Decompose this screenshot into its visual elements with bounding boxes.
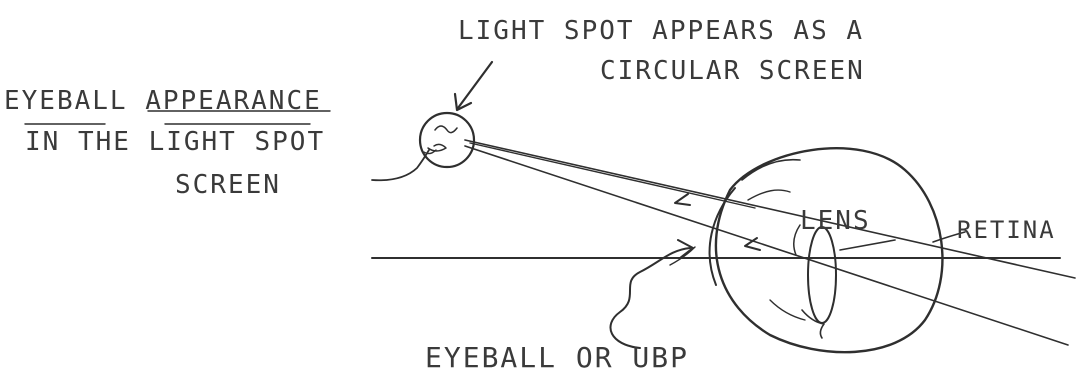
- light-ray-middle: [470, 143, 755, 208]
- lens-pointer: [840, 240, 895, 250]
- light-ray-lower: [465, 146, 1068, 345]
- eyeball-appearance-leader: [372, 150, 429, 180]
- light-spot-label-line1: LIGHT SPOT APPEARS AS A: [458, 18, 864, 44]
- eyeball-appearance-label-line2: IN THE LIGHT SPOT: [25, 129, 325, 155]
- lens-label: LENS: [800, 208, 871, 234]
- eyeball-or-ubp-label: EYEBALL OR UBP: [425, 344, 689, 372]
- eyeball-appearance-label-line1: EYEBALL APPEARANCE: [4, 88, 322, 114]
- eyeball-in-spot-sketch: [435, 126, 457, 133]
- light-spot-pointer-arrow: [458, 62, 492, 108]
- light-spot-label-line2: CIRCULAR SCREEN: [600, 58, 865, 84]
- ray-arrow-left: [675, 194, 690, 205]
- eyeball-ubp-pointer: [610, 248, 690, 348]
- eyeball-appearance-label-line3: SCREEN: [175, 172, 281, 198]
- eyeball-outline: [716, 148, 943, 352]
- retina-label: RETINA: [957, 218, 1056, 242]
- lens-shape: [808, 227, 836, 323]
